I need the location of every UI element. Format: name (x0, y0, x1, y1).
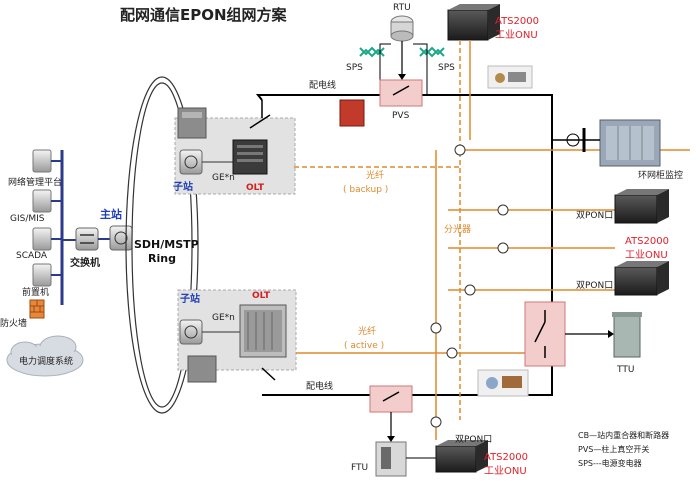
sdh-ring (131, 82, 193, 408)
label-substation-lower: 子站 (180, 292, 200, 305)
ttu-cabinet-icon (612, 312, 642, 358)
splitter-markers (430, 144, 509, 428)
pvs-switch-top (379, 79, 423, 107)
onu-device-right-2 (614, 261, 669, 296)
olt-device-upper (232, 139, 268, 175)
transformer-icon-upper (177, 107, 207, 139)
label-ring-monitor: 环网柜监控 (638, 169, 683, 181)
label-main-station: 主站 (100, 207, 122, 221)
label-ttu: TTU (616, 365, 634, 375)
olt-device-lower (239, 304, 287, 358)
router-icon (109, 225, 133, 251)
ring-cabinet-icon (599, 119, 661, 167)
diagram-title: 配网通信EPON组网方案 (120, 6, 288, 24)
label-fiber-backup-sub: ( backup ) (343, 185, 388, 195)
label-dispatch-system: 电力调度系统 (19, 355, 73, 367)
ftu-icon (375, 441, 407, 477)
router-icon-lower (179, 319, 203, 345)
label-olt-lower: OLT (252, 291, 271, 301)
label-onu-type-bottom: 工业ONU (484, 465, 527, 477)
sps-right-icon (419, 46, 445, 58)
label-ftu: FTU (351, 463, 368, 473)
label-ge-upper: GE*n (212, 173, 235, 183)
label-gis-mis: GIS/MIS (10, 214, 45, 224)
label-ge-lower: GE*n (212, 313, 235, 323)
label-fiber-backup: 光纤 (366, 169, 384, 181)
legend-sps: SPS---电源变电器 (578, 458, 642, 468)
ct-icon (566, 133, 580, 147)
label-ring-line1: SDH/MSTP (134, 238, 199, 251)
label-sps-left: SPS (346, 63, 363, 73)
label-scada: SCADA (16, 251, 48, 261)
label-rtu: RTU (393, 3, 411, 13)
label-dual-pon-2: 双PON口 (576, 280, 613, 291)
transformer-icon-lower (187, 355, 217, 383)
label-fiber-active: 光纤 (358, 325, 376, 337)
label-splitter: 分光器 (444, 223, 471, 235)
label-fiber-active-sub: ( active ) (344, 341, 384, 351)
cb-device-icon (339, 99, 365, 127)
label-dual-pon-1: 双PON口 (576, 210, 613, 221)
ttu-switch (524, 301, 566, 367)
firewall-icon (29, 299, 45, 319)
label-pvs: PVS (392, 111, 410, 121)
label-onu-type-top: 工业ONU (495, 29, 538, 41)
onu-device-bottom (435, 440, 488, 473)
label-feeder-bottom: 配电线 (306, 380, 333, 392)
rtu-icon (390, 15, 414, 42)
label-onu-model-top: ATS2000 (495, 16, 539, 27)
label-onu-model-bottom: ATS2000 (484, 452, 528, 463)
legend-pvs: PVS—柱上真空开关 (578, 444, 649, 454)
router-icon-upper (179, 149, 203, 175)
switchgear-photo-top (487, 65, 533, 89)
server-gis-mis: GIS/MIS (10, 189, 62, 224)
switchgear-photo-bottom (477, 369, 529, 397)
feeder-line (255, 94, 553, 396)
label-substation-upper: 子站 (173, 180, 193, 193)
label-onu-type-right: 工业ONU (625, 249, 668, 261)
label-onu-model-right: ATS2000 (625, 236, 669, 247)
label-firewall: 防火墙 (0, 317, 27, 329)
server-network-mgmt: 网络管理平台 (8, 149, 62, 188)
onu-device-right-1 (614, 189, 669, 224)
label-front-end: 前置机 (22, 286, 49, 298)
label-network-mgmt: 网络管理平台 (8, 176, 62, 188)
label-ring-line2: Ring (148, 252, 176, 265)
legend-cb: CB—站内重合器和断路器 (578, 430, 669, 440)
label-sps-right: SPS (438, 63, 455, 73)
switch-icon (75, 227, 99, 251)
server-front-end: 前置机 (22, 263, 62, 298)
label-feeder-top: 配电线 (309, 79, 336, 91)
label-dual-pon-bottom: 双PON口 (455, 434, 492, 445)
label-olt-upper: OLT (246, 183, 265, 193)
dispatch-cloud (6, 335, 84, 377)
server-scada: SCADA (16, 227, 62, 261)
pvs-switch-bottom (369, 385, 413, 413)
onu-device-top (447, 4, 500, 41)
label-switch: 交换机 (70, 256, 100, 269)
